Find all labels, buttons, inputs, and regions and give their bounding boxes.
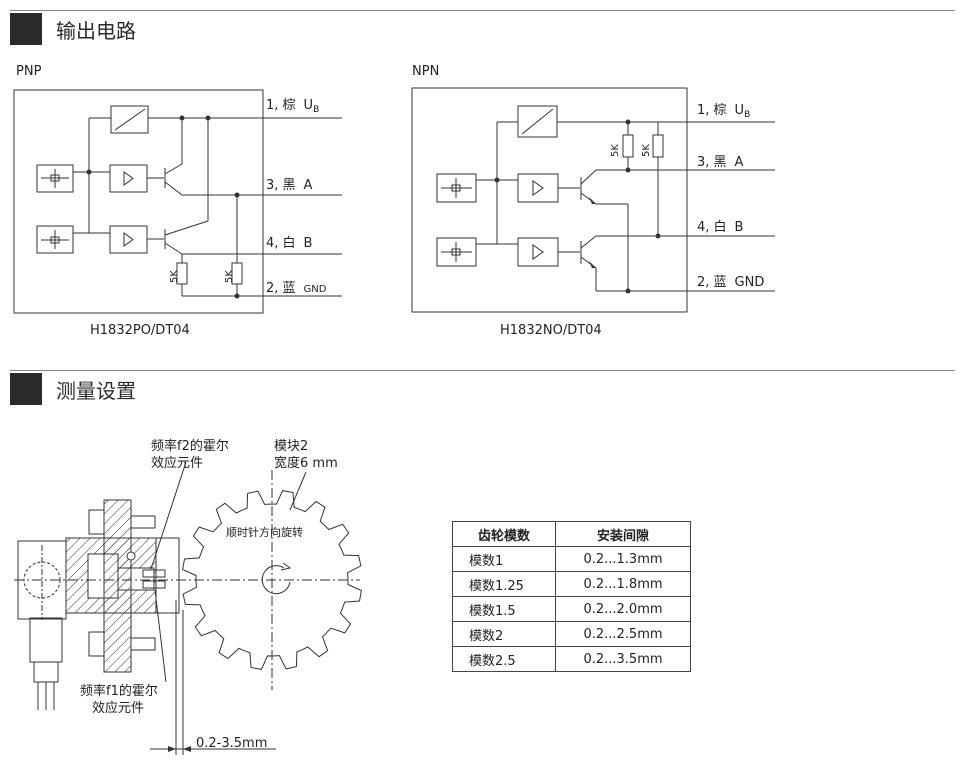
section-header-measure: 测量设置 — [10, 370, 955, 405]
npn-wire-4: 4, 白 — [697, 219, 727, 235]
pnp-wire-1: 1, 棕 — [266, 98, 296, 113]
section-marker — [10, 13, 42, 45]
svg-text:3, 黑A: 3, 黑A — [697, 155, 744, 170]
section-title-measure: 测量设置 — [56, 379, 136, 403]
hall-f2-label-1: 频率f2的霍尔 — [151, 438, 229, 454]
svg-text:4, 白B: 4, 白B — [266, 235, 312, 251]
pnp-resistor-1-label: 5K — [169, 270, 180, 283]
pnp-wire-4: 4, 白 — [266, 235, 296, 251]
section-title-output: 输出电路 — [56, 19, 136, 43]
npn-wire-2: 2, 蓝 — [697, 275, 727, 290]
module-label-2: 宽度6 mm — [274, 455, 338, 471]
npn-model-label: H1832NO/DT04 — [500, 323, 602, 338]
rotation-label: 顺时针方向旋转 — [226, 525, 303, 539]
pnp-wire-3: 3, 黑 — [266, 178, 296, 193]
hall-f1-label-2: 效应元件 — [92, 700, 144, 716]
pnp-label: PNP — [16, 64, 42, 79]
svg-text:3, 黑A: 3, 黑A — [266, 178, 313, 193]
table-header-module: 齿轮模数 — [452, 521, 556, 547]
section-header-output: 输出电路 — [10, 10, 955, 45]
svg-text:4, 白B: 4, 白B — [697, 219, 743, 235]
table-header-gap: 安装间隙 — [555, 521, 691, 547]
npn-wire-3: 3, 黑 — [697, 155, 727, 170]
gear-icon — [182, 490, 362, 670]
module-label-1: 模块2 — [274, 439, 308, 454]
gap-dimension-label: 0.2-3.5mm — [196, 736, 267, 751]
pnp-wire-2: 2, 蓝 — [266, 281, 296, 296]
svg-text:1, 棕UB: 1, 棕UB — [697, 103, 750, 120]
svg-text:1, 棕UB: 1, 棕UB — [266, 98, 319, 115]
npn-label: NPN — [412, 64, 440, 79]
sensor-gear-drawing: 频率f2的霍尔 效应元件 模块2 宽度6 mm 顺时针方向旋转 频率f1的霍尔 … — [14, 438, 362, 755]
pnp-resistor-2-label: 5K — [224, 270, 235, 283]
pnp-model-label: H1832PO/DT04 — [90, 323, 190, 338]
npn-resistor-2-label: 5K — [641, 144, 652, 157]
npn-wire-1: 1, 棕 — [697, 103, 727, 118]
npn-resistor-1-label: 5K — [610, 144, 621, 157]
section-marker — [10, 373, 42, 405]
hall-f1-label-1: 频率f1的霍尔 — [80, 683, 158, 699]
hall-f2-label-2: 效应元件 — [151, 455, 203, 471]
